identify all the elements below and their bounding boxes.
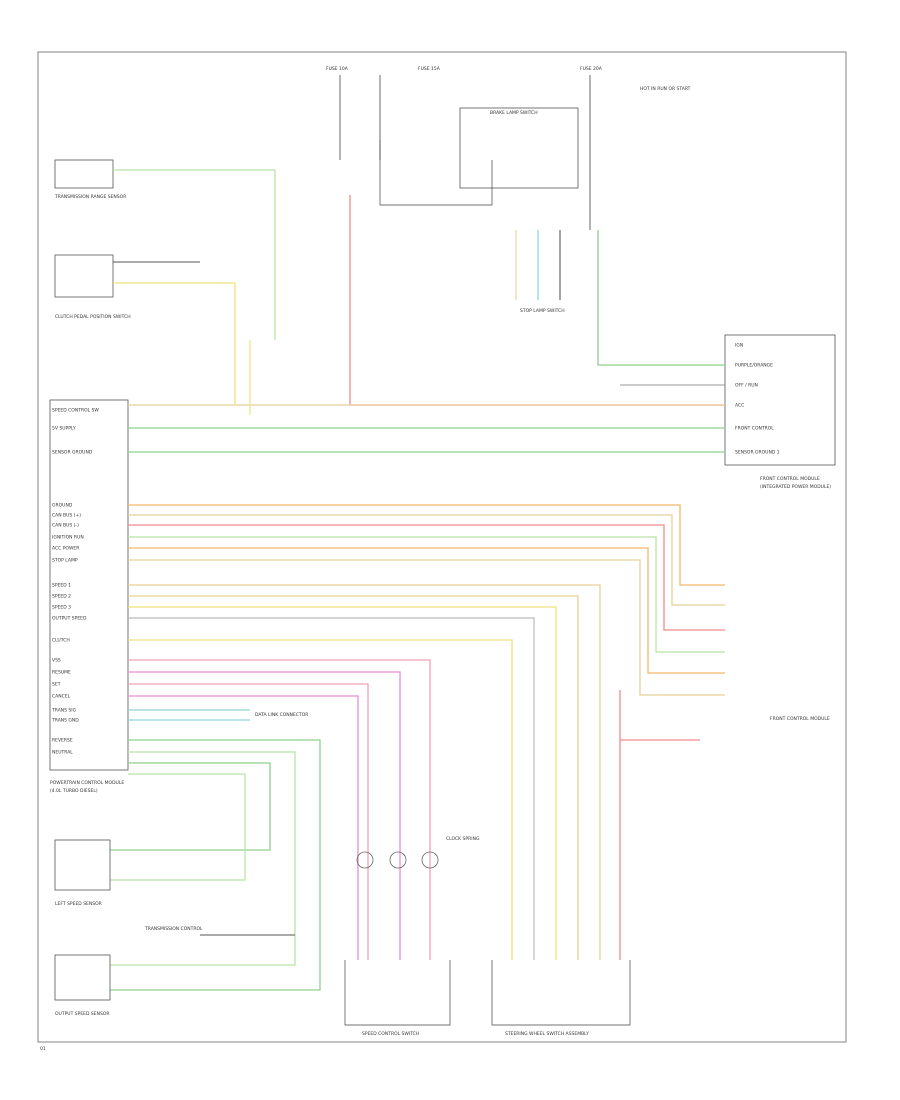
clock-spring-3 xyxy=(421,851,439,869)
left-speed-sensor-box xyxy=(54,839,111,891)
trans-sensor-label: TRANSMISSION RANGE SENSOR xyxy=(54,194,126,200)
wire-tan-4 xyxy=(128,595,579,960)
relay-wire xyxy=(379,140,493,206)
front-harness-label: FRONT CONTROL MODULE xyxy=(770,716,830,722)
left-pin-label: 5V SUPPLY xyxy=(52,426,76,432)
clock-spring-1 xyxy=(356,851,374,869)
left-pin-label: CAN BUS (-) xyxy=(52,523,79,529)
left-pin-label: CLUTCH xyxy=(52,638,70,644)
speed-control-bracket xyxy=(344,960,451,1026)
clutch-switch-box xyxy=(54,254,114,298)
green-ign-wire xyxy=(597,230,725,366)
clock-spring-2 xyxy=(389,851,407,869)
right-pin-label: OFF / RUN xyxy=(735,383,758,389)
diagram-frame xyxy=(37,51,847,1043)
fuse-c-label: FUSE 20A xyxy=(580,66,603,72)
wire-pink-3 xyxy=(128,683,369,960)
left-pin-label: SPEED CONTROL SW xyxy=(52,408,99,414)
left-pin-label: OUTPUT SPEED xyxy=(52,616,87,622)
right-pin-label: SENSOR GROUND 1 xyxy=(735,450,780,456)
wire-gray-2 xyxy=(128,617,535,960)
clutch-yellow-wire xyxy=(113,282,236,405)
wire-green-5 xyxy=(110,751,296,966)
wire-pink-1 xyxy=(128,659,431,960)
stop-lamp-label: STOP LAMP SWITCH xyxy=(520,308,565,314)
fuse-a-label: FUSE 10A xyxy=(326,66,349,72)
clock-spring-label: CLOCK SPRING xyxy=(446,836,480,842)
ignition-note: HOT IN RUN OR START xyxy=(640,86,691,92)
left-pin-label: SENSOR GROUND xyxy=(52,450,93,456)
output-speed-sensor-box xyxy=(54,954,111,1001)
right-pin-label: PURPLE/ORANGE xyxy=(735,363,773,369)
wire-green-3 xyxy=(128,536,725,653)
left-pin-label: SPEED 2 xyxy=(52,594,71,600)
bottom-left-code: 01 xyxy=(40,1046,46,1052)
wire-tan-1 xyxy=(128,514,725,606)
left-pin-label: CAN BUS (+) xyxy=(52,513,81,519)
wire-green-7 xyxy=(110,773,246,881)
trans-sensor-wire xyxy=(113,169,276,340)
steering-module-label: STEERING WHEEL SWITCH ASSEMBLY xyxy=(505,1031,589,1037)
left-pin-label: TRANS SIG xyxy=(51,708,77,714)
relay-label: BRAKE LAMP SWITCH xyxy=(490,110,538,116)
right-pin-labels: IGN PURPLE/ORANGE OFF / RUN ACC FRONT CONTRO… xyxy=(735,343,780,456)
left-pin-label: ACC POWER xyxy=(52,546,79,552)
trans-control-label: TRANSMISSION CONTROL xyxy=(144,926,203,932)
right-module-box xyxy=(724,334,836,466)
relay-box xyxy=(459,107,579,189)
left-pin-label: CANCEL xyxy=(52,694,71,700)
left-pin-label: SPEED 3 xyxy=(52,605,71,611)
left-pin-label: SET xyxy=(52,682,61,688)
right-module-note: (INTEGRATED POWER MODULE) xyxy=(760,484,831,490)
left-pin-label: IGNITION RUN xyxy=(52,535,84,541)
left-module-label: POWERTRAIN CONTROL MODULE xyxy=(50,780,124,786)
wire-green-6 xyxy=(110,762,271,851)
wire-tan-2 xyxy=(128,559,725,696)
left-pin-label: REVERSE xyxy=(52,738,73,744)
wire-tan-3 xyxy=(128,584,601,960)
left-pin-label: VSS xyxy=(52,658,61,664)
left-pin-label: RESUME xyxy=(52,670,71,676)
wire-orange-1 xyxy=(128,504,725,586)
clutch-switch-label: CLUTCH PEDAL POSITION SWITCH xyxy=(55,314,131,320)
left-pin-label: NEUTRAL xyxy=(52,750,73,756)
trans-sensor-box xyxy=(54,159,114,189)
diag-connector-label: DATA LINK CONNECTOR xyxy=(255,712,308,718)
wire-pink-4 xyxy=(128,695,359,960)
wire-yellow-2 xyxy=(128,639,513,960)
left-pin-label: TRANS GND xyxy=(51,718,79,724)
output-speed-sensor-label: OUTPUT SPEED SENSOR xyxy=(55,1011,110,1017)
right-pin-label: IGN xyxy=(735,343,743,349)
right-pin-label: ACC xyxy=(735,403,744,409)
right-pin-label: FRONT CONTROL xyxy=(735,426,774,432)
left-speed-sensor-label: LEFT SPEED SENSOR xyxy=(55,901,102,907)
wire-green-4 xyxy=(110,739,321,991)
fuse-b-label: FUSE 15A xyxy=(418,66,441,72)
speed-control-label: SPEED CONTROL SWITCH xyxy=(362,1031,419,1037)
wire-red-1 xyxy=(128,524,725,631)
left-pin-labels: SPEED CONTROL SW 5V SUPPLY SENSOR GROUND GR… xyxy=(51,408,99,756)
steering-module-bracket xyxy=(491,960,631,1026)
left-pin-label: STOP LAMP xyxy=(52,558,78,564)
wire-orange-2 xyxy=(128,547,725,674)
wire-tan-5 xyxy=(128,606,557,960)
right-module-label: FRONT CONTROL MODULE xyxy=(760,476,820,482)
left-pin-label: GROUND xyxy=(52,503,73,509)
wire-pink-2 xyxy=(128,671,401,960)
left-pin-label: SPEED 1 xyxy=(52,583,71,589)
left-module-note: (4.0L TURBO DIESEL) xyxy=(50,788,98,794)
